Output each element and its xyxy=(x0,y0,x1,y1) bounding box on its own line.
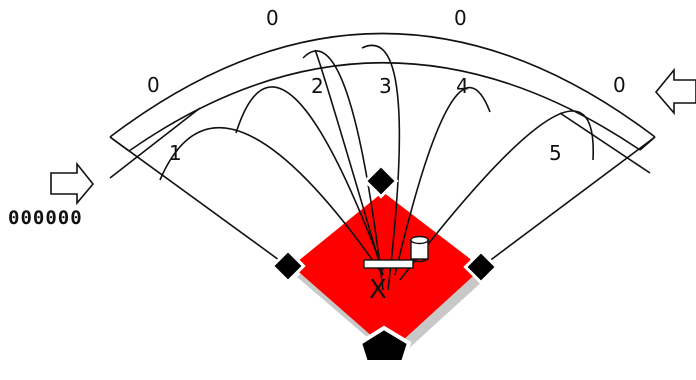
wall-label-3: 0 xyxy=(454,6,467,30)
hit-label-4: 4 xyxy=(456,74,469,98)
hit-label-5: 5 xyxy=(549,141,562,165)
wall-label-4: 0 xyxy=(613,73,626,97)
batter-mark: X xyxy=(369,275,387,305)
left-field-line xyxy=(110,108,200,178)
hit-trajectories xyxy=(160,45,593,290)
hit-label-2: 2 xyxy=(311,74,324,98)
left-code: 000000 xyxy=(8,207,83,229)
right-field-line xyxy=(560,113,650,173)
bat-icon xyxy=(364,260,413,268)
left-arrow-icon xyxy=(656,70,696,113)
wall-label-2: 0 xyxy=(266,6,279,30)
canister-icon xyxy=(411,237,428,262)
hit-label-3: 3 xyxy=(379,74,392,98)
hit-label-1: 1 xyxy=(169,141,182,165)
right-foul-line xyxy=(480,137,655,268)
wall-label-1: 0 xyxy=(147,73,160,97)
right-arrow-icon xyxy=(51,164,93,203)
